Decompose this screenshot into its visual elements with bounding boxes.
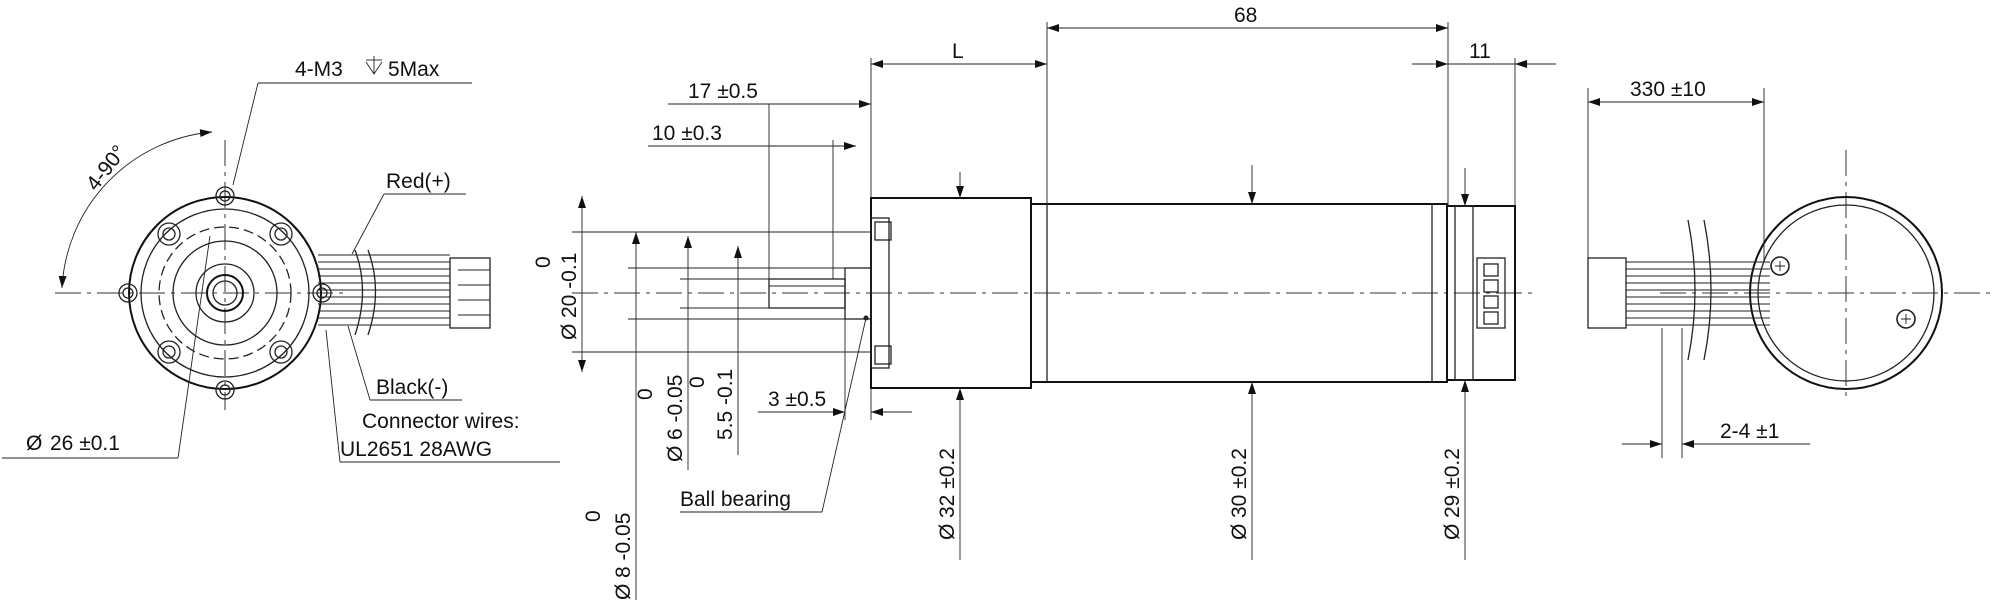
cable-length-label: 330 ±10 xyxy=(1630,78,1706,101)
encoder-dia-label: 29 ±0.2 xyxy=(1441,448,1464,518)
wire-strip-label: 2-4 ±1 xyxy=(1720,420,1779,443)
red-wire-label: Red(+) xyxy=(386,170,451,193)
depth-symbol-icon xyxy=(365,56,383,75)
flat-size-label: 5.5 -0.1 xyxy=(714,369,737,440)
mount-holes-label: 4-M3 xyxy=(295,58,343,81)
flange-pcd-symbol: Ø xyxy=(26,432,42,455)
front-flange-outer xyxy=(128,196,322,390)
body-dia-label: 30 ±0.2 xyxy=(1228,448,1251,518)
flat-size-zero: 0 xyxy=(686,376,709,388)
length-l-label: L xyxy=(952,40,964,63)
shaft-dia-label: 6 -0.05 xyxy=(664,375,687,440)
shaft-dia-zero: 0 xyxy=(634,388,657,400)
encoder-housing xyxy=(1446,205,1516,381)
boss-dia-label: 8 -0.05 xyxy=(612,513,635,578)
rear-connector xyxy=(1587,257,1627,329)
motor-length-label: 68 xyxy=(1234,4,1257,27)
body-dia-symbol: Ø xyxy=(1228,524,1251,540)
ball-bearing-label: Ball bearing xyxy=(680,488,791,511)
flange-pcd-label: 26 ±0.1 xyxy=(50,432,120,455)
boss-dia-symbol: Ø xyxy=(612,584,635,600)
connector-wires-label: Connector wires: xyxy=(362,410,520,433)
encoder-dia-symbol: Ø xyxy=(1441,524,1464,540)
shaft-dia-symbol: Ø xyxy=(664,446,687,462)
rear-encoder-outer xyxy=(1749,196,1943,390)
encoder-length-label: 11 xyxy=(1469,40,1491,63)
boss-dia-zero: 0 xyxy=(582,510,605,522)
side-view: 68 L 11 17 ±0.5 10 ±0.3 Ø 20 -0.1 0 Ø 8 … xyxy=(532,4,1556,600)
front-wires xyxy=(318,249,491,336)
gear-dia-symbol: Ø xyxy=(936,524,959,540)
connector-spec-label: UL2651 28AWG xyxy=(340,438,492,461)
front-view: 4-90° 4-M3 5Max Red(+) Black(-) Connecto… xyxy=(2,56,560,463)
black-wire-label: Black(-) xyxy=(376,376,448,399)
boss-length-label: 3 ±0.5 xyxy=(768,388,826,411)
pilot-dia-label: 20 -0.1 xyxy=(558,253,581,318)
flat-length-label: 10 ±0.3 xyxy=(652,122,722,145)
shaft-length-label: 17 ±0.5 xyxy=(688,80,758,103)
mounting-holes xyxy=(118,186,332,400)
pilot-dia-symbol: Ø xyxy=(558,324,581,340)
rear-cable xyxy=(1587,219,1770,361)
front-connector xyxy=(449,257,491,329)
mount-depth-label: 5Max xyxy=(388,58,440,81)
pilot-dia-zero: 0 xyxy=(532,256,555,268)
hole-angle-label: 4-90° xyxy=(82,141,131,195)
rear-view: 330 ±10 2-4 ±1 xyxy=(1587,78,1992,458)
front-shaft-boss xyxy=(206,274,244,312)
gear-dia-label: 32 ±0.2 xyxy=(936,448,959,518)
